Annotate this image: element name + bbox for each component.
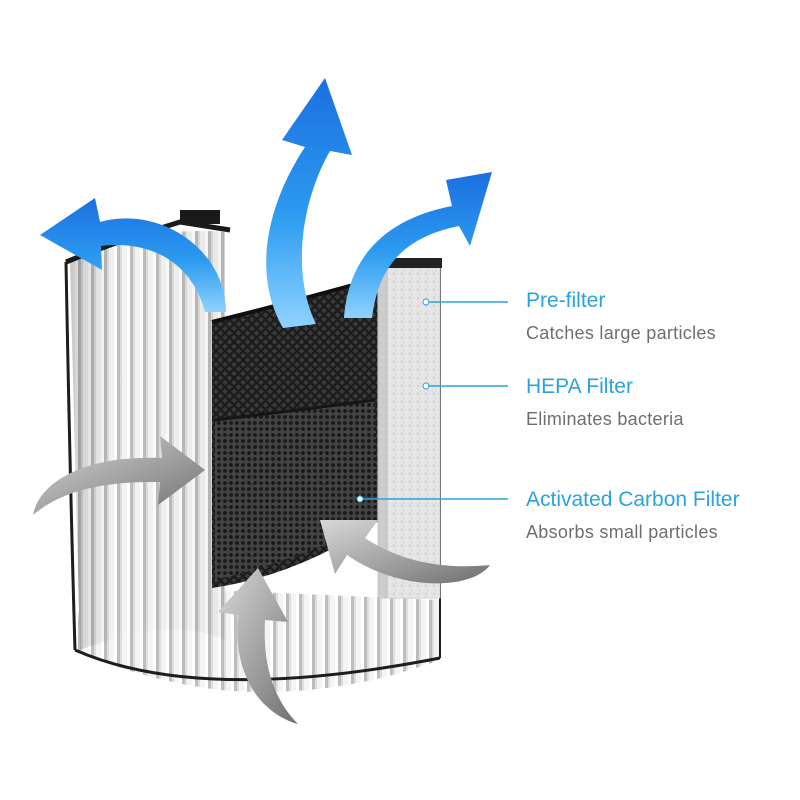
- clean-air-arrow-icon: [40, 78, 492, 328]
- filter-cylinder: [64, 230, 441, 692]
- callout-leaders: [356, 298, 508, 503]
- pre-filter-description: Catches large particles: [526, 323, 716, 343]
- hepa-filter-description: Eliminates bacteria: [526, 409, 684, 429]
- pre-filter-title: Pre-filter: [526, 289, 606, 312]
- pre-filter-layer: [370, 258, 442, 599]
- carbon-filter-title: Activated Carbon Filter: [526, 488, 740, 511]
- intake-air-arrow-icon: [33, 436, 490, 724]
- hepa-filter-title: HEPA Filter: [526, 375, 633, 398]
- carbon-filter-description: Absorbs small particles: [526, 522, 718, 542]
